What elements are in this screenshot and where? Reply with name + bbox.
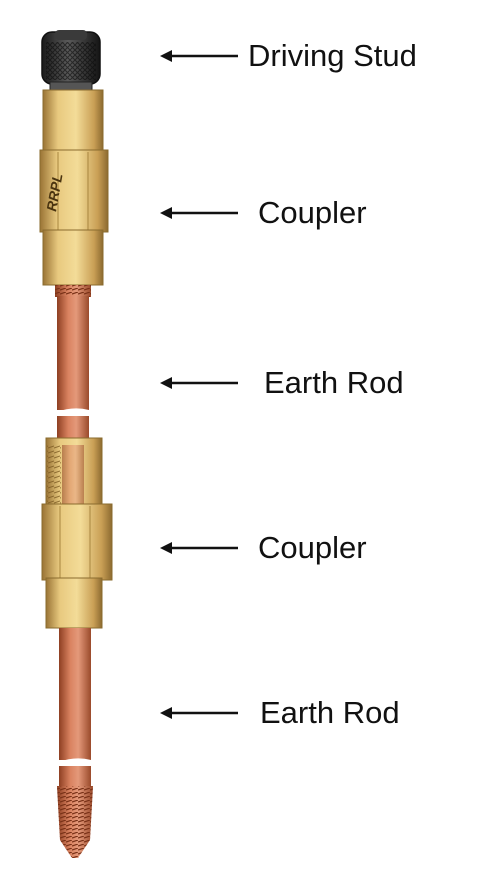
label-coupler-top: Coupler	[258, 195, 367, 230]
label-driving-stud: Driving Stud	[248, 38, 417, 73]
label-earth-rod-bottom: Earth Rod	[260, 695, 400, 730]
coupler-top: RRPL	[39, 89, 109, 286]
arrow-left-icon	[160, 542, 238, 554]
driving-stud	[41, 30, 101, 93]
label-coupler-bottom: Coupler	[258, 530, 367, 565]
label-earth-rod-top: Earth Rod	[264, 365, 404, 400]
arrow-left-icon	[160, 207, 238, 219]
arrow-left-icon	[160, 50, 238, 62]
arrow-left-icon	[160, 707, 238, 719]
coupler-bottom	[41, 437, 113, 629]
brand-mark: RRPL	[43, 172, 65, 212]
arrow-left-icon	[160, 377, 238, 389]
earth-rod-top	[55, 285, 91, 442]
earth-rod-bottom	[57, 628, 93, 858]
